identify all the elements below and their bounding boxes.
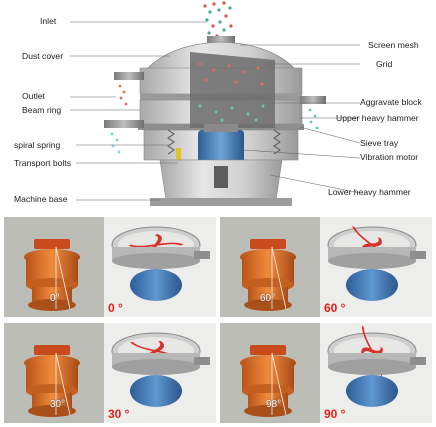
panel-illustration xyxy=(4,323,216,423)
orange-motor xyxy=(240,239,296,311)
panel-3: 98° 90 ° xyxy=(220,323,432,423)
bowl-angle-label: 90 ° xyxy=(324,407,346,421)
label-upper-heavy-hammer: Upper heavy hammer xyxy=(336,113,419,123)
inlet-particles xyxy=(203,1,233,38)
orange-motor xyxy=(24,345,80,417)
label-aggravate-block: Aggravate block xyxy=(360,97,422,107)
label-vibration-motor: Vibration motor xyxy=(360,152,419,162)
outlet-particles xyxy=(110,84,319,154)
panel-illustration xyxy=(220,323,432,423)
label-spiral-spring: spiral spring xyxy=(14,140,61,150)
sieve-bowl xyxy=(111,332,210,407)
bowl-angle-label: 60 ° xyxy=(324,301,346,315)
sieve-bowl xyxy=(327,325,426,407)
label-beam-ring: Beam ring xyxy=(22,105,62,115)
panel-2: 30° 30 ° xyxy=(4,323,216,423)
label-dust-cover: Dust cover xyxy=(22,51,64,61)
machine-illustration xyxy=(70,1,361,206)
sieve-bowl xyxy=(327,225,426,301)
bowl-angle-label: 0 ° xyxy=(108,301,123,315)
bowl-angle-label: 30 ° xyxy=(108,407,130,421)
orange-motor xyxy=(240,345,296,417)
panel-illustration xyxy=(4,217,216,317)
motor-angle-label: 98° xyxy=(266,399,282,410)
panel-illustration xyxy=(220,217,432,317)
label-outlet: Outlet xyxy=(22,91,45,101)
panel-1: 60° 60 ° xyxy=(220,217,432,317)
motor-angle-label: 30° xyxy=(50,399,66,410)
label-lower-heavy-hammer: Lower heavy hammer xyxy=(328,187,411,197)
label-screen-mesh: Screen mesh xyxy=(368,40,419,50)
motor-angle-label: 0° xyxy=(50,293,60,304)
label-inlet: Inlet xyxy=(40,16,57,26)
motor-angle-label: 60° xyxy=(260,293,276,304)
label-grid: Grid xyxy=(376,59,393,69)
label-machine-base: Machine base xyxy=(14,194,68,204)
label-sieve-tray: Sieve tray xyxy=(360,138,399,148)
panel-0: 0° 0 ° xyxy=(4,217,216,317)
interior-particles xyxy=(198,62,265,122)
label-transport-bolts: Transport bolts xyxy=(14,158,71,168)
orange-motor xyxy=(24,239,80,311)
sieve-bowl xyxy=(111,226,210,301)
leader-lines xyxy=(70,21,361,201)
spiral-springs xyxy=(167,129,281,155)
